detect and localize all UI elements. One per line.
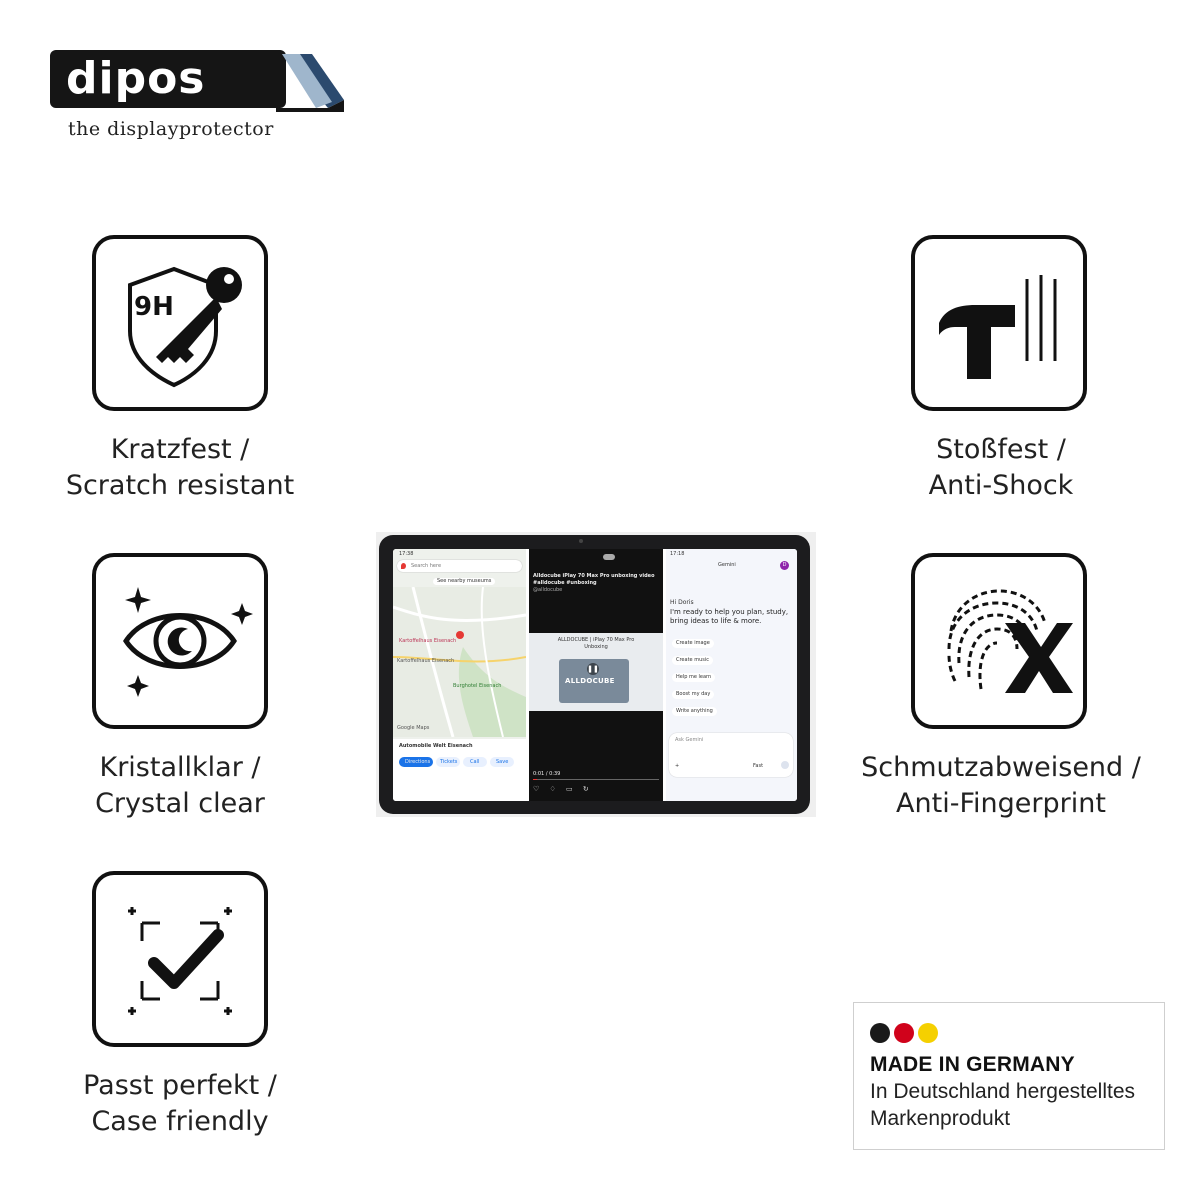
maps-search-bar[interactable]: Search here bbox=[397, 560, 522, 572]
fit-label-en: Case friendly bbox=[91, 1106, 269, 1137]
chat-suggestion-5[interactable]: Write anything bbox=[672, 707, 717, 716]
maps-save-button[interactable]: Save bbox=[490, 757, 514, 767]
video-pane: Alldocube iPlay 70 Max Pro unboxing vide… bbox=[529, 549, 663, 801]
maps-pane: 17:38 Search here See nearby museums Kar… bbox=[393, 549, 526, 801]
video-progress-fill bbox=[533, 779, 537, 780]
video-title[interactable]: Alldocube iPlay 70 Max Pro unboxing vide… bbox=[533, 573, 655, 586]
pause-icon[interactable]: ❚❚ bbox=[587, 663, 599, 675]
scratch-resistant-icon-box: 9H bbox=[92, 235, 268, 411]
maps-tickets-label: Tickets bbox=[440, 759, 458, 765]
flag-dot-gold bbox=[918, 1023, 938, 1043]
scratch-label-de: Kratzfest / bbox=[110, 434, 250, 465]
crystal-clear-icon-box bbox=[92, 553, 268, 729]
case-friendly-icon-box bbox=[92, 871, 268, 1047]
flag-dot-black bbox=[870, 1023, 890, 1043]
add-icon[interactable]: + bbox=[675, 763, 680, 769]
video-progress[interactable] bbox=[533, 779, 659, 780]
video-card-sub: Unboxing bbox=[584, 644, 608, 650]
brand-tagline: the displayprotector bbox=[68, 118, 274, 140]
made-in-germany-badge: MADE IN GERMANY In Deutschland hergestel… bbox=[853, 1002, 1165, 1150]
chat-suggestion-4[interactable]: Boost my day bbox=[672, 690, 715, 699]
maps-place-1[interactable]: Kartoffelhaus Eisenach bbox=[399, 638, 457, 644]
tablet-frame: 17:38 Search here See nearby museums Kar… bbox=[379, 535, 810, 814]
mic-icon[interactable] bbox=[781, 761, 789, 769]
chat-avatar[interactable]: D bbox=[780, 561, 789, 570]
scratch-resistant-label: Kratzfest / Scratch resistant bbox=[0, 432, 390, 504]
autoplay-toggle[interactable] bbox=[603, 554, 615, 560]
maps-directions-button[interactable]: Directions bbox=[399, 757, 433, 767]
fingerprint-x-icon bbox=[947, 589, 1073, 693]
made-in-line-1: In Deutschland hergestelltes bbox=[870, 1080, 1135, 1103]
maps-nearby-chip[interactable]: See nearby museums bbox=[433, 578, 496, 585]
check-frame-icon bbox=[128, 907, 232, 1015]
video-card-title: ALLDOCUBE | iPlay 70 Max Pro bbox=[557, 637, 635, 643]
video-brand-overlay: ALLDOCUBE bbox=[565, 677, 615, 685]
chat-message: I'm ready to help you plan, study, bring… bbox=[670, 608, 789, 625]
chat-suggestion-1[interactable]: Create image bbox=[672, 639, 714, 648]
video-time: 0:01 / 0:39 bbox=[533, 771, 561, 777]
anti-shock-label: Stoßfest / Anti-Shock bbox=[791, 432, 1200, 504]
map-canvas[interactable] bbox=[393, 587, 526, 737]
chat-time: 17:18 bbox=[670, 551, 685, 557]
chat-suggestion-2[interactable]: Create music bbox=[672, 656, 713, 665]
chat-input-box[interactable]: Ask Gemini + Fast bbox=[669, 733, 793, 777]
chat-greeting: Hi Doris bbox=[670, 599, 694, 606]
anti-fingerprint-label: Schmutzabweisend / Anti-Fingerprint bbox=[791, 750, 1200, 822]
maps-search-input[interactable]: Search here bbox=[411, 563, 442, 569]
scratch-label-en: Scratch resistant bbox=[65, 470, 295, 501]
anti-fingerprint-icon-box bbox=[911, 553, 1087, 729]
maps-tickets-button[interactable]: Tickets bbox=[436, 757, 460, 767]
shock-label-en: Anti-Shock bbox=[928, 470, 1074, 501]
eye-sparkle-icon bbox=[123, 587, 253, 697]
shock-label-de: Stoßfest / bbox=[936, 434, 1066, 465]
video-channel[interactable]: @alldocube bbox=[533, 587, 563, 593]
tablet-product-image: 17:38 Search here See nearby museums Kar… bbox=[376, 532, 816, 817]
tablet-screen: 17:38 Search here See nearby museums Kar… bbox=[393, 549, 797, 801]
chat-mode[interactable]: Fast bbox=[753, 763, 764, 769]
shield-key-icon: 9H bbox=[128, 266, 242, 388]
video-tablet-thumbnail: ALLDOCUBE ❚❚ bbox=[559, 659, 629, 703]
fingerprint-label-de: Schmutzabweisend / bbox=[861, 752, 1141, 783]
fingerprint-label-en: Anti-Fingerprint bbox=[896, 788, 1106, 819]
made-in-title: MADE IN GERMANY bbox=[870, 1053, 1075, 1076]
chat-input[interactable]: Ask Gemini bbox=[675, 737, 704, 743]
brand-logo: dipos bbox=[50, 50, 344, 112]
maps-place-2[interactable]: Kartoffelhaus Eisenach bbox=[397, 658, 455, 664]
chat-pane: 17:18 Gemini D Hi Doris I'm ready to hel… bbox=[666, 549, 797, 801]
video-frame[interactable]: ALLDOCUBE | iPlay 70 Max Pro Unboxing AL… bbox=[529, 633, 663, 711]
maps-directions-label: Directions bbox=[405, 759, 431, 765]
made-in-line-2: Markenprodukt bbox=[870, 1107, 1011, 1130]
maps-call-label: Call bbox=[470, 759, 480, 765]
maps-save-label: Save bbox=[496, 759, 509, 765]
maps-place-sheet: Automobile Welt Eisenach Directions Tick… bbox=[393, 739, 526, 801]
maps-place-title: Automobile Welt Eisenach bbox=[399, 743, 473, 749]
fit-label-de: Passt perfekt / bbox=[83, 1070, 277, 1101]
camera-dot bbox=[579, 539, 583, 543]
case-friendly-label: Passt perfekt / Case friendly bbox=[0, 1068, 390, 1140]
clear-label-en: Crystal clear bbox=[95, 788, 265, 819]
maps-place-3[interactable]: Burghotel Eisenach bbox=[453, 683, 502, 689]
maps-pin-icon bbox=[401, 563, 406, 569]
brand-name: dipos bbox=[50, 50, 286, 108]
maps-time: 17:38 bbox=[399, 551, 414, 557]
maps-google-label: Google Maps bbox=[397, 725, 430, 731]
maps-call-button[interactable]: Call bbox=[463, 757, 487, 767]
crystal-clear-label: Kristallklar / Crystal clear bbox=[0, 750, 390, 822]
logo-fold-icon bbox=[276, 54, 344, 112]
hardness-badge: 9H bbox=[134, 292, 174, 322]
flag-dot-red bbox=[894, 1023, 914, 1043]
video-action-icons[interactable]: ♡ ♢ ▭ ↻ bbox=[533, 785, 593, 793]
chat-suggestion-3[interactable]: Help me learn bbox=[672, 673, 716, 682]
clear-label-de: Kristallklar / bbox=[99, 752, 261, 783]
chat-app-title: Gemini bbox=[718, 562, 736, 568]
anti-shock-icon-box bbox=[911, 235, 1087, 411]
hammer-icon bbox=[939, 275, 1057, 379]
